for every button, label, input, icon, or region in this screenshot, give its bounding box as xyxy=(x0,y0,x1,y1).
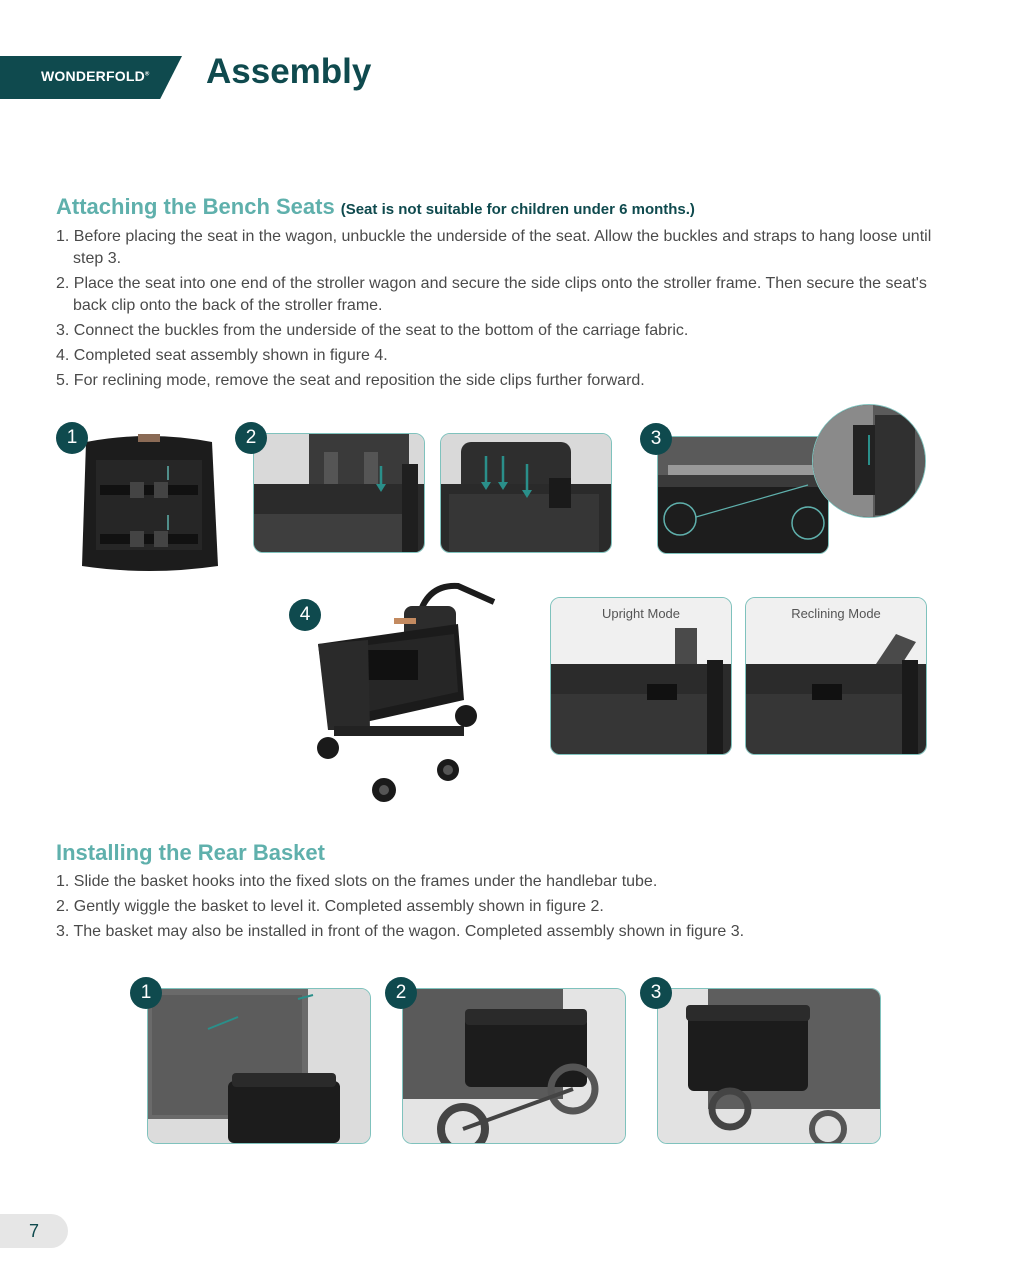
basket-step: 2. Gently wiggle the basket to level it.… xyxy=(56,898,604,915)
figure-badge: 4 xyxy=(289,599,321,631)
seat-placement-image-b xyxy=(440,433,612,553)
seat-underside-image xyxy=(78,430,220,576)
buckle-closeup-image xyxy=(812,404,926,518)
basket-heading: Installing the Rear Basket xyxy=(56,840,325,865)
basket-step: 3. The basket may also be installed in f… xyxy=(56,923,745,940)
upright-mode-image: Upright Mode xyxy=(550,597,732,755)
page-title: Assembly xyxy=(206,52,372,91)
figure-badge: 1 xyxy=(130,977,162,1009)
figure-badge: 3 xyxy=(640,977,672,1009)
figure-badge: 1 xyxy=(56,422,88,454)
bench-step: 5. For reclining mode, remove the seat a… xyxy=(56,372,645,389)
figure-badge: 2 xyxy=(235,422,267,454)
bench-step: 3. Connect the buckles from the undersid… xyxy=(56,322,689,339)
basket-step: 1. Slide the basket hooks into the fixed… xyxy=(56,873,658,890)
brand-logo: WONDERFOLD® xyxy=(41,68,150,84)
reclining-mode-label: Reclining Mode xyxy=(791,606,881,621)
bench-note: (Seat is not suitable for children under… xyxy=(340,201,695,218)
bench-step: 4. Completed seat assembly shown in figu… xyxy=(56,347,388,364)
bench-steps: 1. Before placing the seat in the wagon,… xyxy=(56,226,936,395)
basket-steps: 1. Slide the basket hooks into the fixed… xyxy=(56,871,936,946)
bench-step: 1. Before placing the seat in the wagon,… xyxy=(56,228,932,267)
basket-hooks-image xyxy=(147,988,371,1144)
bench-step: 2. Place the seat into one end of the st… xyxy=(56,275,927,314)
completed-wagon-image xyxy=(308,580,498,808)
basket-rear-installed-image xyxy=(402,988,626,1144)
bench-heading: Attaching the Bench Seats(Seat is not su… xyxy=(56,194,695,219)
seat-buckle-image xyxy=(657,436,829,554)
figure-badge: 3 xyxy=(640,423,672,455)
page-number: 7 xyxy=(0,1214,68,1248)
basket-front-installed-image xyxy=(657,988,881,1144)
reclining-mode-image: Reclining Mode xyxy=(745,597,927,755)
seat-placement-image-a xyxy=(253,433,425,553)
figure-badge: 2 xyxy=(385,977,417,1009)
upright-mode-label: Upright Mode xyxy=(601,606,681,621)
brand-tab xyxy=(0,56,182,99)
